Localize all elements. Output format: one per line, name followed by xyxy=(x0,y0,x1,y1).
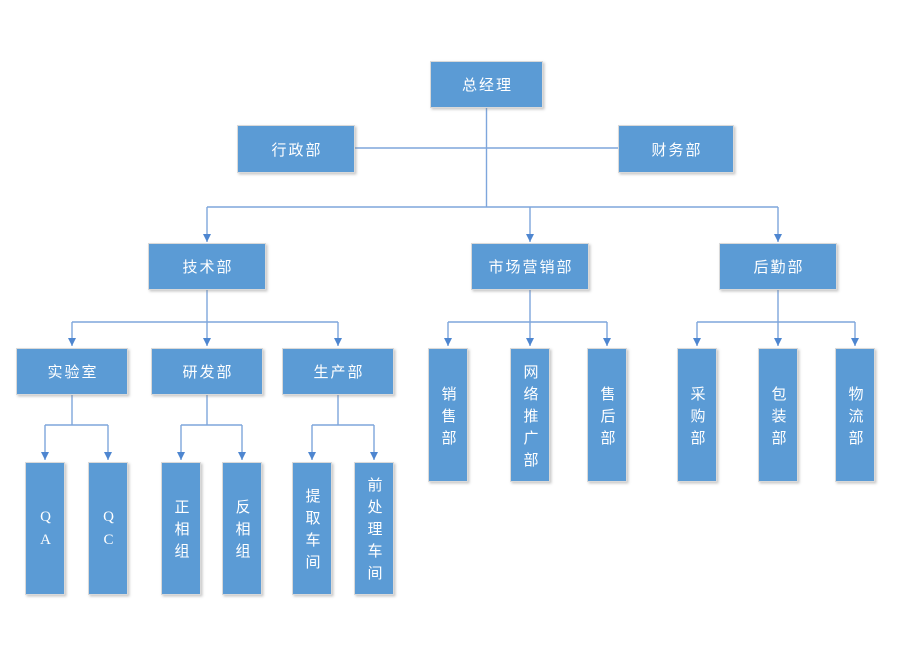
org-node-packaging[interactable]: 包装部 xyxy=(758,348,798,482)
org-node-reverse-phase-group[interactable]: 反相组 xyxy=(222,462,262,595)
org-node-qc[interactable]: QC xyxy=(88,462,128,595)
org-node-logistics[interactable]: 物流部 xyxy=(835,348,875,482)
connector-rnd-branch xyxy=(177,395,246,460)
org-node-pretreatment-workshop[interactable]: 前处理车间 xyxy=(354,462,394,595)
connector-marketing-branch xyxy=(444,290,611,346)
org-node-laboratory[interactable]: 实验室 xyxy=(16,348,128,395)
org-node-rnd[interactable]: 研发部 xyxy=(151,348,263,395)
org-node-sales[interactable]: 销售部 xyxy=(428,348,468,482)
org-node-administration[interactable]: 行政部 xyxy=(237,125,355,173)
org-node-technology[interactable]: 技术部 xyxy=(148,243,266,290)
org-node-logistics-support[interactable]: 后勤部 xyxy=(719,243,837,290)
connector-production-branch xyxy=(308,395,378,460)
org-node-after-sales[interactable]: 售后部 xyxy=(587,348,627,482)
org-node-finance[interactable]: 财务部 xyxy=(618,125,734,173)
org-node-online-promotion[interactable]: 网络推广部 xyxy=(510,348,550,482)
connector-root xyxy=(355,108,618,207)
org-node-production[interactable]: 生产部 xyxy=(282,348,394,395)
connector-divisions xyxy=(203,206,782,242)
org-node-extraction-workshop[interactable]: 提取车间 xyxy=(292,462,332,595)
org-node-normal-phase-group[interactable]: 正相组 xyxy=(161,462,201,595)
org-node-marketing[interactable]: 市场营销部 xyxy=(471,243,589,290)
connector-lab-branch xyxy=(41,395,112,460)
org-node-general-manager[interactable]: 总经理 xyxy=(430,61,543,108)
org-node-qa[interactable]: QA xyxy=(25,462,65,595)
connector-support-branch xyxy=(693,290,859,346)
org-node-purchasing[interactable]: 采购部 xyxy=(677,348,717,482)
connector-tech-branch xyxy=(68,290,342,346)
